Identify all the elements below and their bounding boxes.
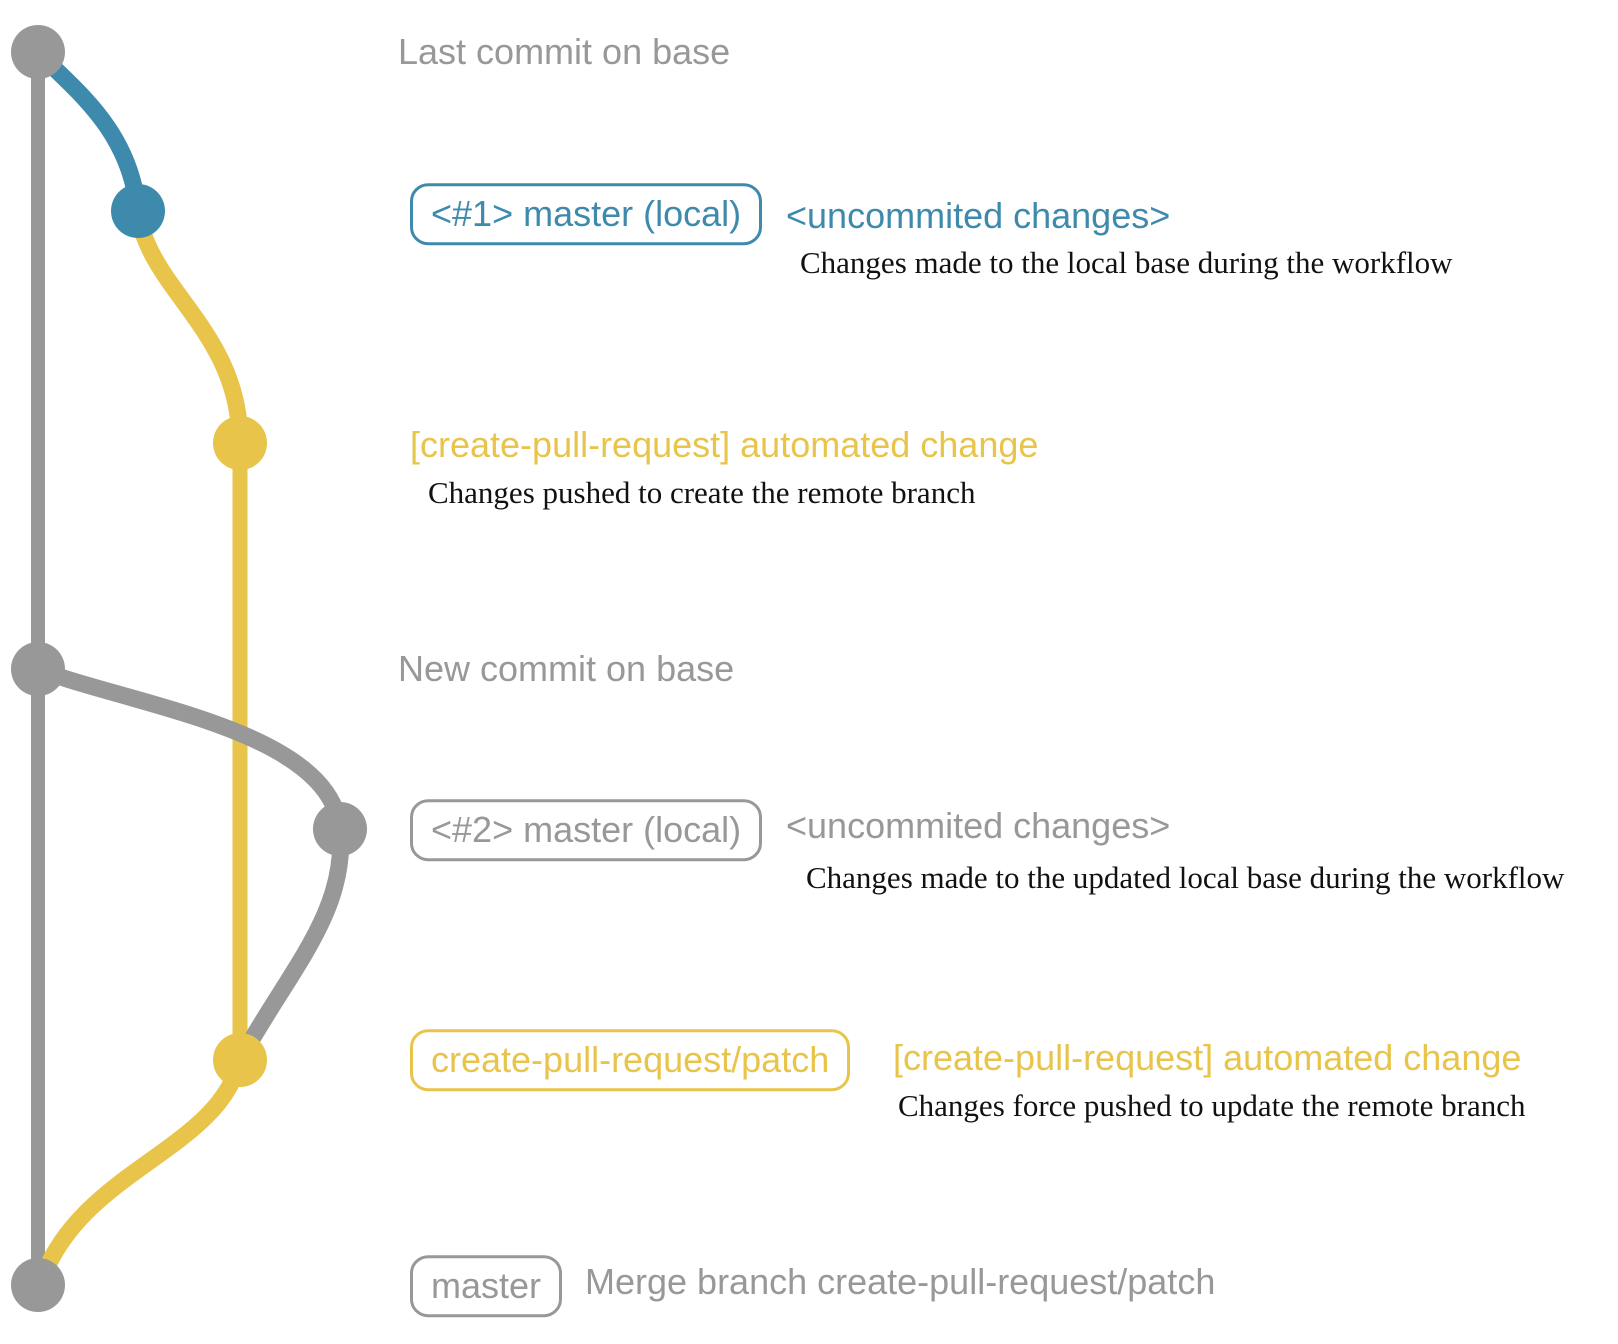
- force-push-curve: [231, 820, 350, 1069]
- commit-dot-last-base: [11, 25, 65, 79]
- merge-curve: [31, 1051, 249, 1294]
- commit-message-local-2: <uncommited changes>: [786, 805, 1171, 847]
- local-branch-curve-2: [29, 660, 349, 838]
- badge-label: <#1> master (local): [410, 183, 763, 245]
- annotation-local-2: Changes made to the updated local base d…: [806, 859, 1565, 895]
- commit-message-merge: Merge branch create-pull-request/patch: [585, 1261, 1216, 1303]
- commit-message-local-1: <uncommited changes>: [786, 195, 1171, 237]
- annotation-local-1: Changes made to the local base during th…: [800, 244, 1453, 280]
- annotation-remote-1: Changes pushed to create the remote bran…: [428, 474, 976, 510]
- commit-message-new-base: New commit on base: [398, 648, 735, 690]
- push-curve-1: [129, 202, 249, 452]
- commit-message-remote-1: [create-pull-request] automated change: [410, 424, 1039, 466]
- commit-dot-new-base: [11, 642, 65, 696]
- branch-badge-local-master-1: <#1> master (local): [410, 183, 763, 245]
- commit-message-remote-2: [create-pull-request] automated change: [893, 1037, 1522, 1079]
- commit-dot-local-1: [111, 184, 165, 238]
- branch-badge-local-master-2: <#2> master (local): [410, 799, 763, 861]
- badge-label: master: [410, 1255, 563, 1317]
- commit-dot-local-2: [313, 802, 367, 856]
- badge-label: <#2> master (local): [410, 799, 763, 861]
- branch-badge-master: master: [410, 1255, 563, 1317]
- commit-dot-remote-1: [213, 416, 267, 470]
- annotation-remote-2: Changes force pushed to update the remot…: [898, 1087, 1526, 1123]
- local-branch-curve-1: [29, 43, 147, 220]
- commit-dot-remote-2: [213, 1033, 267, 1087]
- badge-label: create-pull-request/patch: [410, 1029, 851, 1091]
- commit-dot-merge: [11, 1258, 65, 1312]
- commit-message-last-base: Last commit on base: [398, 31, 731, 73]
- branch-badge-remote-patch: create-pull-request/patch: [410, 1029, 851, 1091]
